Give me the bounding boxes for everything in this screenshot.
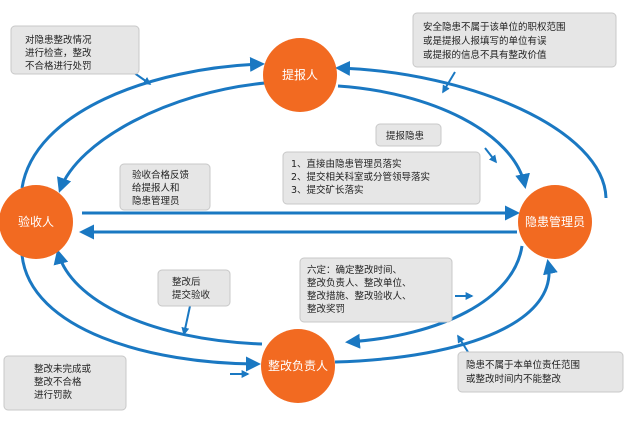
note-line: 或提报的信息不具有整改价值 xyxy=(423,49,547,61)
note-line: 验收合格反馈 xyxy=(132,169,190,181)
arrow-acceptor-to-responsible-outer xyxy=(20,254,261,372)
note-not-completed-box xyxy=(3,355,127,411)
arrow-reporter-to-manager-inner xyxy=(337,84,530,189)
node-acceptor-circle xyxy=(0,185,73,259)
note-line: 隐患管理员 xyxy=(132,195,180,207)
note-line: 提报隐患 xyxy=(386,130,424,142)
note-line: 1、直接由隐患管理员落实 xyxy=(291,158,402,170)
note-not-responsible: 隐患不属于本单位责任范围或整改时间内不能整改 xyxy=(466,359,580,385)
note-pointers xyxy=(129,69,497,378)
note-line: 进行检查，整改 xyxy=(25,47,92,59)
pointer-report xyxy=(484,147,497,164)
node-manager[interactable]: 隐患管理员 xyxy=(518,185,592,259)
note-line: 提交验收 xyxy=(172,289,211,301)
note-report-label: 提报隐患 xyxy=(386,130,424,142)
note-line: 不合格进行处罚 xyxy=(25,60,92,72)
pointer-out-of-scope xyxy=(442,71,456,94)
note-line: 2、提交相关科室或分管领导落实 xyxy=(291,171,430,183)
arrow-acceptor-to-reporter-outer xyxy=(20,56,265,189)
node-manager-circle xyxy=(518,185,592,259)
note-inspection: 对隐患整改情况进行检查，整改不合格进行处罚 xyxy=(25,34,92,72)
node-responsible-circle xyxy=(261,329,335,403)
note-submit-acceptance-box xyxy=(157,269,231,307)
note-not-completed: 整改未完成或整改不合格进行罚款 xyxy=(34,363,92,401)
node-manager-label: 隐患管理员 xyxy=(525,214,585,229)
note-line: 对隐患整改情况 xyxy=(25,34,92,46)
pointer-submit-acceptance xyxy=(181,305,191,336)
note-line: 整改奖罚 xyxy=(307,303,345,315)
arrow-reporter-to-acceptor-inner xyxy=(57,81,266,193)
note-line: 或是提报人报填写的单位有误 xyxy=(423,35,547,47)
notes: 对隐患整改情况进行检查，整改不合格进行处罚 安全隐患不属于该单位的职权范围或是提… xyxy=(3,12,624,411)
note-line: 整改负责人、整改单位、 xyxy=(307,277,412,289)
note-not-responsible-box xyxy=(457,351,624,393)
arrow-responsible-to-acceptor-inner xyxy=(53,249,263,346)
note-line: 六定：确定整改时间、 xyxy=(307,264,402,276)
pointer-not-responsible xyxy=(457,334,469,353)
note-assignment-box xyxy=(282,151,481,205)
note-acceptance-feedback: 验收合格反馈给提报人和隐患管理员 xyxy=(132,169,190,207)
note-inspection-box xyxy=(10,25,140,75)
note-six-fixed: 六定：确定整改时间、整改负责人、整改单位、整改措施、整改验收人、整改奖罚 xyxy=(307,264,412,315)
note-line: 给提报人和 xyxy=(132,182,180,194)
arrow-responsible-to-manager-outer xyxy=(334,259,558,364)
note-line: 整改措施、整改验收人、 xyxy=(307,290,412,302)
node-acceptor[interactable]: 验收人 xyxy=(0,185,73,259)
connectors xyxy=(20,56,608,372)
nodes: 提报人 隐患管理员 整改负责人 验收人 xyxy=(0,38,592,403)
note-line: 隐患不属于本单位责任范围 xyxy=(466,359,580,371)
node-acceptor-label: 验收人 xyxy=(18,214,54,229)
note-line: 整改后 xyxy=(172,276,201,288)
node-reporter-label: 提报人 xyxy=(282,67,318,82)
note-submit-acceptance: 整改后提交验收 xyxy=(172,276,211,301)
note-six-fixed-box xyxy=(299,257,453,323)
note-line: 3、提交矿长落实 xyxy=(291,184,364,196)
note-out-of-scope-box xyxy=(412,12,617,68)
node-responsible[interactable]: 整改负责人 xyxy=(261,329,335,403)
node-reporter-circle xyxy=(263,38,337,112)
note-line: 或整改时间内不能整改 xyxy=(466,373,562,385)
note-acceptance-feedback-box xyxy=(119,163,211,211)
node-reporter[interactable]: 提报人 xyxy=(263,38,337,112)
arrow-manager-to-reporter-outer xyxy=(335,60,608,199)
note-line: 安全隐患不属于该单位的职权范围 xyxy=(423,21,566,33)
note-line: 整改未完成或 xyxy=(34,363,92,375)
node-responsible-label: 整改负责人 xyxy=(268,358,328,373)
arrow-manager-to-responsible-inner xyxy=(345,245,524,349)
note-line: 整改不合格 xyxy=(34,376,82,388)
note-report-box xyxy=(375,123,442,147)
note-out-of-scope: 安全隐患不属于该单位的职权范围或是提报人报填写的单位有误或提报的信息不具有整改价… xyxy=(423,21,566,61)
note-line: 进行罚款 xyxy=(34,389,73,401)
